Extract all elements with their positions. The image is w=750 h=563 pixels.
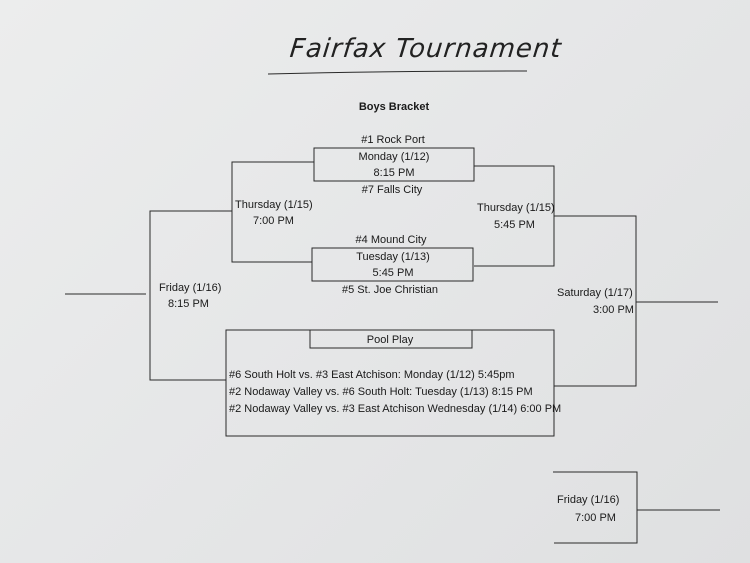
consolation-bracket: [149, 210, 232, 381]
extra-game-bracket: [553, 471, 638, 544]
right-semi-connector: [474, 165, 555, 267]
final-date: Saturday (1/17): [557, 287, 633, 299]
game2-team2: #5 St. Joe Christian: [342, 284, 438, 296]
pool-play-game-1: #6 South Holt vs. #3 East Atchison: Mond…: [229, 369, 515, 381]
page-title: Fairfax Tournament: [288, 34, 564, 64]
game2-box: [311, 247, 474, 282]
pool-play-game-3: #2 Nodaway Valley vs. #3 East Atchison W…: [229, 403, 562, 415]
semi-right-time: 5:45 PM: [494, 219, 535, 231]
game1-team2: #7 Falls City: [361, 184, 423, 196]
game2-team1: #4 Mound City: [355, 234, 427, 246]
pool-play-game-2: #2 Nodaway Valley vs. #6 South Holt: Tue…: [229, 386, 533, 398]
final-time: 3:00 PM: [593, 304, 634, 316]
extra-game-date: Friday (1/16): [557, 494, 620, 506]
left-semi-connector: [231, 161, 314, 263]
game1-team1: #1 Rock Port: [361, 134, 425, 146]
semi-left-date: Thursday (1/15): [235, 199, 313, 211]
final-bracket: [554, 215, 637, 387]
game1-time: 8:15 PM: [373, 167, 415, 179]
game1-date: Monday (1/12): [358, 151, 430, 163]
semi-right-date: Thursday (1/15): [477, 202, 555, 214]
extra-game-time: 7:00 PM: [575, 512, 616, 524]
pool-play-label: Pool Play: [366, 334, 414, 346]
consolation-date: Friday (1/16): [159, 282, 222, 294]
bracket-title: Boys Bracket: [358, 101, 430, 113]
semi-left-time: 7:00 PM: [253, 215, 294, 227]
game2-time: 5:45 PM: [372, 267, 414, 279]
title-underline: [267, 70, 528, 75]
consolation-time: 8:15 PM: [168, 298, 209, 310]
pool-play-label-box: [309, 329, 473, 349]
game2-date: Tuesday (1/13): [356, 251, 430, 263]
game1-box: [313, 147, 475, 182]
